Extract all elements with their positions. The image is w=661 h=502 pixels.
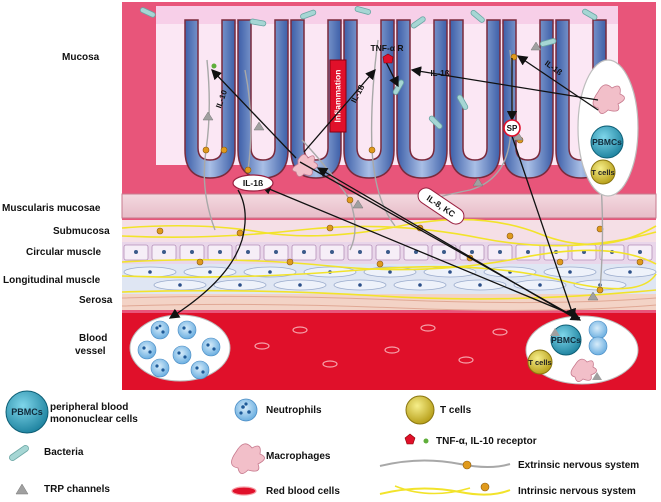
legend-rbc-icon	[231, 486, 257, 496]
legend-rbc-label: Red blood cells	[266, 486, 340, 497]
macrophage-pbmc-cluster	[592, 84, 625, 114]
inflammation-bar	[329, 59, 347, 133]
layer-label-muscularis: Muscularis mucosae	[2, 203, 101, 214]
sp-label: SP	[507, 124, 518, 133]
legend-pbmc-label-1: peripheral blood	[50, 402, 129, 413]
lumen-bacteria	[139, 6, 598, 130]
legend-extrinsic-label: Extrinsic nervous system	[518, 460, 640, 471]
legend-pbmc-icon-label: PBMCs	[11, 407, 43, 417]
macrophage-blood	[570, 358, 597, 382]
trp-channel-blood	[592, 372, 602, 380]
legend-neutrophils-label: Neutrophils	[266, 405, 322, 416]
neutrophil-blood-pbmc	[588, 320, 608, 340]
legend-bacteria-icon	[9, 445, 29, 461]
legend-tnf-receptor-label: TNF-α, IL-10 receptor	[436, 436, 537, 447]
neutrophils-blood	[137, 320, 221, 380]
tcell-label-blood: T cells	[528, 358, 551, 367]
layer-label-longitudinal: Longitudinal muscle	[3, 275, 101, 286]
pbmc-cell-mucosa	[590, 125, 624, 159]
layer-label-submucosa: Submucosa	[53, 226, 110, 237]
tcell-mucosa	[590, 159, 616, 185]
il10-receptor	[211, 63, 217, 69]
legend-tnf-receptor-icon	[404, 433, 416, 445]
submucosa-band	[122, 220, 656, 242]
legend-neutrophil-icon	[234, 398, 258, 422]
pbmc-label-mucosa: PBMCs	[592, 137, 622, 147]
legend-intrinsic-nerve-icon	[379, 487, 511, 496]
legend-macrophages-label: Macrophages	[266, 451, 331, 462]
layer-label-mucosa: Mucosa	[62, 52, 100, 63]
tcell-blood	[527, 349, 553, 375]
layer-label-serosa: Serosa	[79, 295, 113, 306]
legend-icons	[5, 390, 511, 496]
tnf-r-label: TNF-α R	[370, 43, 403, 53]
trp-channel-blood-2	[550, 328, 560, 336]
pbmc-cell-blood	[550, 324, 582, 356]
signaling-arrows	[168, 55, 599, 321]
pbmc-label-blood: PBMCs	[551, 335, 581, 345]
legend-tcells-label: T cells	[440, 405, 472, 416]
legend-trp-icon	[15, 483, 29, 495]
legend-pbmc-label-2: mononuclear cells	[50, 414, 138, 425]
red-blood-cells	[254, 324, 508, 368]
legend-intrinsic-label: Intrinsic nervous system	[518, 486, 636, 497]
intrinsic-nerve-network	[121, 218, 657, 300]
tcell-label-mucosa: T cells	[591, 168, 614, 177]
inflammation-label: Inflammation	[332, 70, 342, 123]
muscularis-mucosae-band	[121, 193, 657, 219]
legend-bacteria-label: Bacteria	[44, 447, 84, 458]
legend-extrinsic-nerve-icon	[379, 459, 511, 468]
il1b-box	[232, 174, 274, 192]
legend-tcell-icon	[405, 395, 435, 425]
legend-il10-receptor-icon	[423, 438, 429, 444]
il1b-box-label: IL-1ß	[243, 178, 263, 188]
neutrophil-blood-pbmc-2	[588, 336, 608, 356]
layer-label-circular: Circular muscle	[26, 247, 102, 258]
substance-p-marker	[503, 119, 521, 137]
legend-macrophage-icon	[231, 443, 265, 474]
tnf-alpha-receptor	[382, 53, 394, 64]
legend-trp-label: TRP channels	[44, 484, 110, 495]
il1b-label-mid: IL-1ß	[430, 69, 449, 78]
legend-pbmc-icon	[5, 390, 49, 434]
il8-kc-box	[417, 187, 465, 225]
layer-label-blood: Blood	[79, 333, 108, 344]
layer-label-vessel: vessel	[75, 346, 106, 357]
